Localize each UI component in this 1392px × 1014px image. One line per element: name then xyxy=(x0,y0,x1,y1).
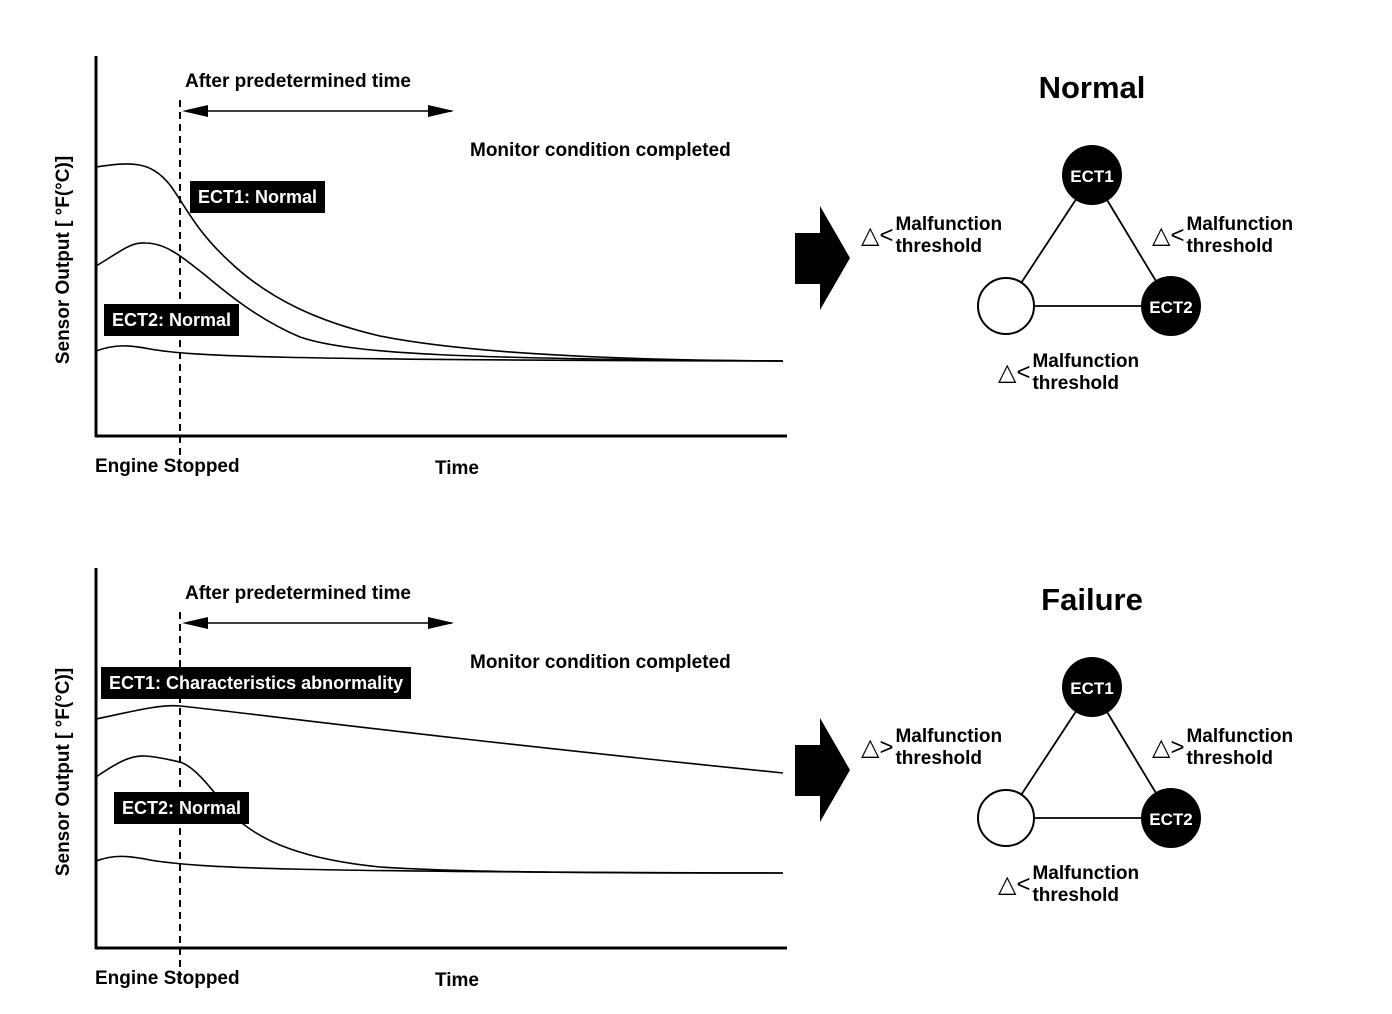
arrowhead-right-icon xyxy=(428,105,454,117)
panel-heading: Normal xyxy=(1038,70,1146,105)
condition-line2: threshold xyxy=(1186,236,1274,257)
delta-compare-icon: △> xyxy=(861,734,894,761)
engine-stopped-label: Engine Stopped xyxy=(95,968,240,989)
condition-line1: Malfunction xyxy=(1032,351,1140,372)
engine-stopped-label: Engine Stopped xyxy=(95,456,240,477)
ect2-status-box: ECT2: Normal xyxy=(104,304,240,336)
ect1-node xyxy=(1062,657,1122,717)
delta-compare-icon: △< xyxy=(1152,222,1185,249)
ect2-node-label: ECT2 xyxy=(1149,810,1192,829)
ect1-node-label: ECT1 xyxy=(1070,167,1113,186)
after-predetermined-time-label: After predetermined time xyxy=(185,71,411,92)
arrowhead-left-icon xyxy=(182,617,208,629)
delta-compare-icon: △< xyxy=(998,871,1031,898)
empty-node xyxy=(977,789,1035,847)
empty-node xyxy=(977,277,1035,335)
y-axis-label: Sensor Output [ °F(°C)] xyxy=(53,667,74,877)
reference-curve xyxy=(95,855,784,874)
ect2-node xyxy=(1141,276,1201,336)
block-right-arrow-icon xyxy=(795,206,850,310)
monitor-condition-label: Monitor condition completed xyxy=(470,140,731,161)
after-predetermined-time-label: After predetermined time xyxy=(185,583,411,604)
ect1-curve xyxy=(95,704,784,774)
ect1-status-box: ECT1: Characteristics abnormality xyxy=(101,667,412,699)
condition-line2: threshold xyxy=(1032,885,1120,906)
condition-line1: Malfunction xyxy=(1186,214,1294,235)
normal-panel: ECT1 ECT2 Sensor Output [ °F(°C)] After … xyxy=(0,0,1392,502)
normal-panel-graphics: ECT1 ECT2 xyxy=(94,56,1201,460)
ect1-curve xyxy=(95,163,784,362)
delta-compare-icon: △< xyxy=(861,222,894,249)
ect2-node xyxy=(1141,788,1201,848)
condition-line1: Malfunction xyxy=(895,726,1003,747)
block-right-arrow-icon xyxy=(795,718,850,822)
condition-line2: threshold xyxy=(895,748,983,769)
arrowhead-left-icon xyxy=(182,105,208,117)
ect2-node-label: ECT2 xyxy=(1149,298,1192,317)
reference-curve xyxy=(95,345,784,362)
x-axis-label: Time xyxy=(435,970,480,991)
ect1-node xyxy=(1062,145,1122,205)
condition-line2: threshold xyxy=(895,236,983,257)
condition-line1: Malfunction xyxy=(1186,726,1294,747)
delta-compare-icon: △> xyxy=(1152,734,1185,761)
condition-line1: Malfunction xyxy=(895,214,1003,235)
x-axis-label: Time xyxy=(435,458,480,479)
condition-line1: Malfunction xyxy=(1032,863,1140,884)
ect2-status-box: ECT2: Normal xyxy=(114,792,250,824)
condition-line2: threshold xyxy=(1032,373,1120,394)
y-axis-label: Sensor Output [ °F(°C)] xyxy=(53,155,74,365)
ect2-curve xyxy=(95,242,784,362)
condition-line2: threshold xyxy=(1186,748,1274,769)
failure-panel: ECT1 ECT2 Sensor Output [ °F(°C)] After … xyxy=(0,512,1392,1014)
ect1-node-label: ECT1 xyxy=(1070,679,1113,698)
panel-heading: Failure xyxy=(1041,582,1143,617)
arrowhead-right-icon xyxy=(428,617,454,629)
ect1-status-box: ECT1: Normal xyxy=(190,181,326,213)
monitor-condition-label: Monitor condition completed xyxy=(470,652,731,673)
delta-compare-icon: △< xyxy=(998,359,1031,386)
